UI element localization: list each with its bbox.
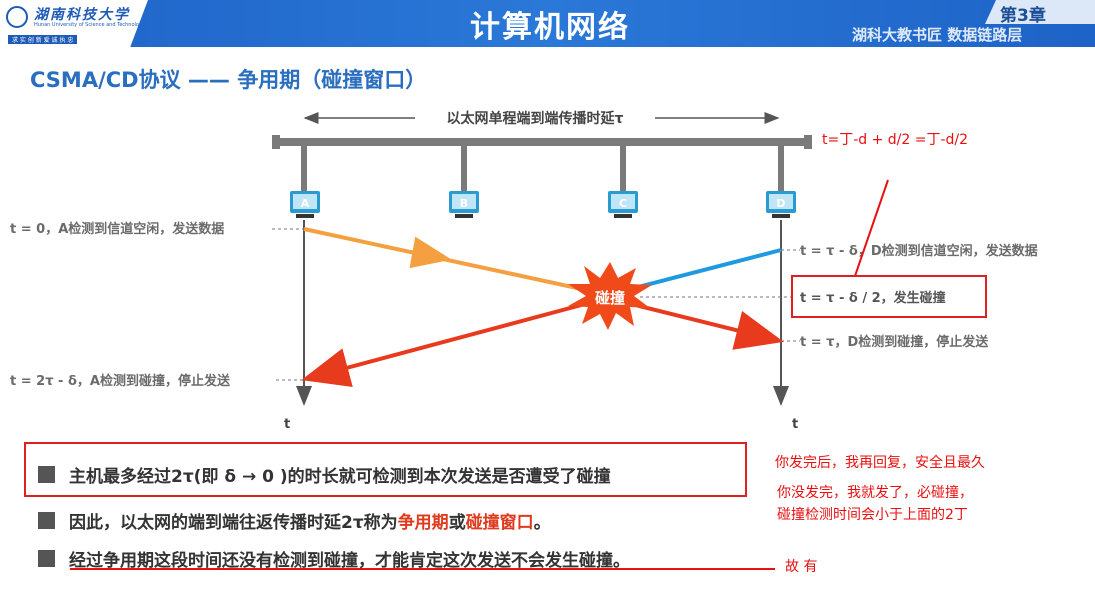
event-d-start: t = τ - δ，D检测到信道空闲，发送数据 xyxy=(800,243,1038,259)
time-label-d: t xyxy=(792,417,798,432)
bullet1-box xyxy=(24,442,747,497)
collision-event-box xyxy=(791,275,987,318)
bullet-square-icon xyxy=(38,466,55,483)
event-a-start: t = 0，A检测到信道空闲，发送数据 xyxy=(10,221,224,237)
bullet-1-text: 主机最多经过2τ(即 δ → 0 )的时长就可检测到本次发送是否遭受了碰撞 xyxy=(69,467,611,487)
bullet-2-end: 。 xyxy=(533,513,551,533)
annotation-note-4: 故 有 xyxy=(785,559,818,575)
watermark-overlay: 湖科大教书匠 数据链路层 xyxy=(852,26,1023,44)
term-collision-window: 碰撞窗口 xyxy=(465,513,534,533)
event-collision: t = τ - δ / 2，发生碰撞 xyxy=(800,290,946,306)
university-motto: 求 实 创 新 爱 诚 执 忠 xyxy=(8,35,78,44)
bullet-2-pre: 因此，以太网的端到端往返传播时延2τ称为 xyxy=(69,513,398,533)
event-a-detect: t = 2τ - δ，A检测到碰撞，停止发送 xyxy=(10,373,231,389)
svg-text:D: D xyxy=(776,197,785,210)
section-title: CSMA/CD协议 —— 争用期（碰撞窗口） xyxy=(30,68,427,92)
station-c-icon: C xyxy=(608,191,638,218)
annotation-note-3: 碰撞检测时间会小于上面的2丁 xyxy=(777,507,968,523)
station-a-icon: A xyxy=(290,191,320,218)
bullet-1: 主机最多经过2τ(即 δ → 0 )的时长就可检测到本次发送是否遭受了碰撞 xyxy=(38,462,611,487)
event-d-detect: t = τ，D检测到碰撞，停止发送 xyxy=(800,334,989,350)
bullet-3-text: 经过争用期这段时间还没有检测到碰撞，才能肯定这次发送不会发生碰撞。 xyxy=(69,551,630,571)
chapter-label: 第3章 xyxy=(1000,6,1046,26)
station-d-icon: D xyxy=(766,191,796,218)
logo-area: 湖南科技大学 Hunan University of Science and T… xyxy=(0,0,148,47)
collision-to-a xyxy=(301,298,601,387)
signal-a xyxy=(303,227,601,295)
station-b-icon: B xyxy=(449,191,479,218)
bullet-2-or: 或 xyxy=(448,513,466,533)
slide-header-title: 计算机网络 xyxy=(470,10,630,45)
signal-a-mid-arrow xyxy=(409,236,452,269)
bullet-2: 因此，以太网的端到端往返传播时延2τ称为 争用期 或 碰撞窗口 。 xyxy=(38,508,551,533)
bullet-square-icon xyxy=(38,550,55,567)
svg-text:A: A xyxy=(301,197,310,210)
university-emblem-icon xyxy=(6,6,28,28)
university-name-en: Hunan University of Science and Technolo… xyxy=(34,22,146,28)
bullet-3: 经过争用期这段时间还没有检测到碰撞，才能肯定这次发送不会发生碰撞。 xyxy=(38,546,630,571)
svg-text:B: B xyxy=(460,197,468,210)
collision-label: 碰撞 xyxy=(595,289,625,307)
time-label-a: t xyxy=(284,417,290,432)
bus-line xyxy=(274,138,810,146)
bullet-square-icon xyxy=(38,512,55,529)
chapter-badge xyxy=(985,0,1095,24)
university-name: 湖南科技大学 xyxy=(34,7,130,23)
annotation-formula: t=丁-d + d/2 =丁-d/2 xyxy=(822,132,969,148)
annotation-note-1: 你发完后，我再回复，安全且最久 xyxy=(775,455,985,471)
collision-burst-icon xyxy=(568,262,652,330)
propagation-label: 以太网单程端到端传播时延τ xyxy=(447,110,624,127)
annotation-note-2: 你没发完，我就发了，必碰撞， xyxy=(777,485,973,501)
svg-text:C: C xyxy=(619,197,627,210)
term-contention-period: 争用期 xyxy=(397,513,449,533)
annotation-pointer-line xyxy=(854,179,889,277)
header-bar xyxy=(0,0,1095,47)
